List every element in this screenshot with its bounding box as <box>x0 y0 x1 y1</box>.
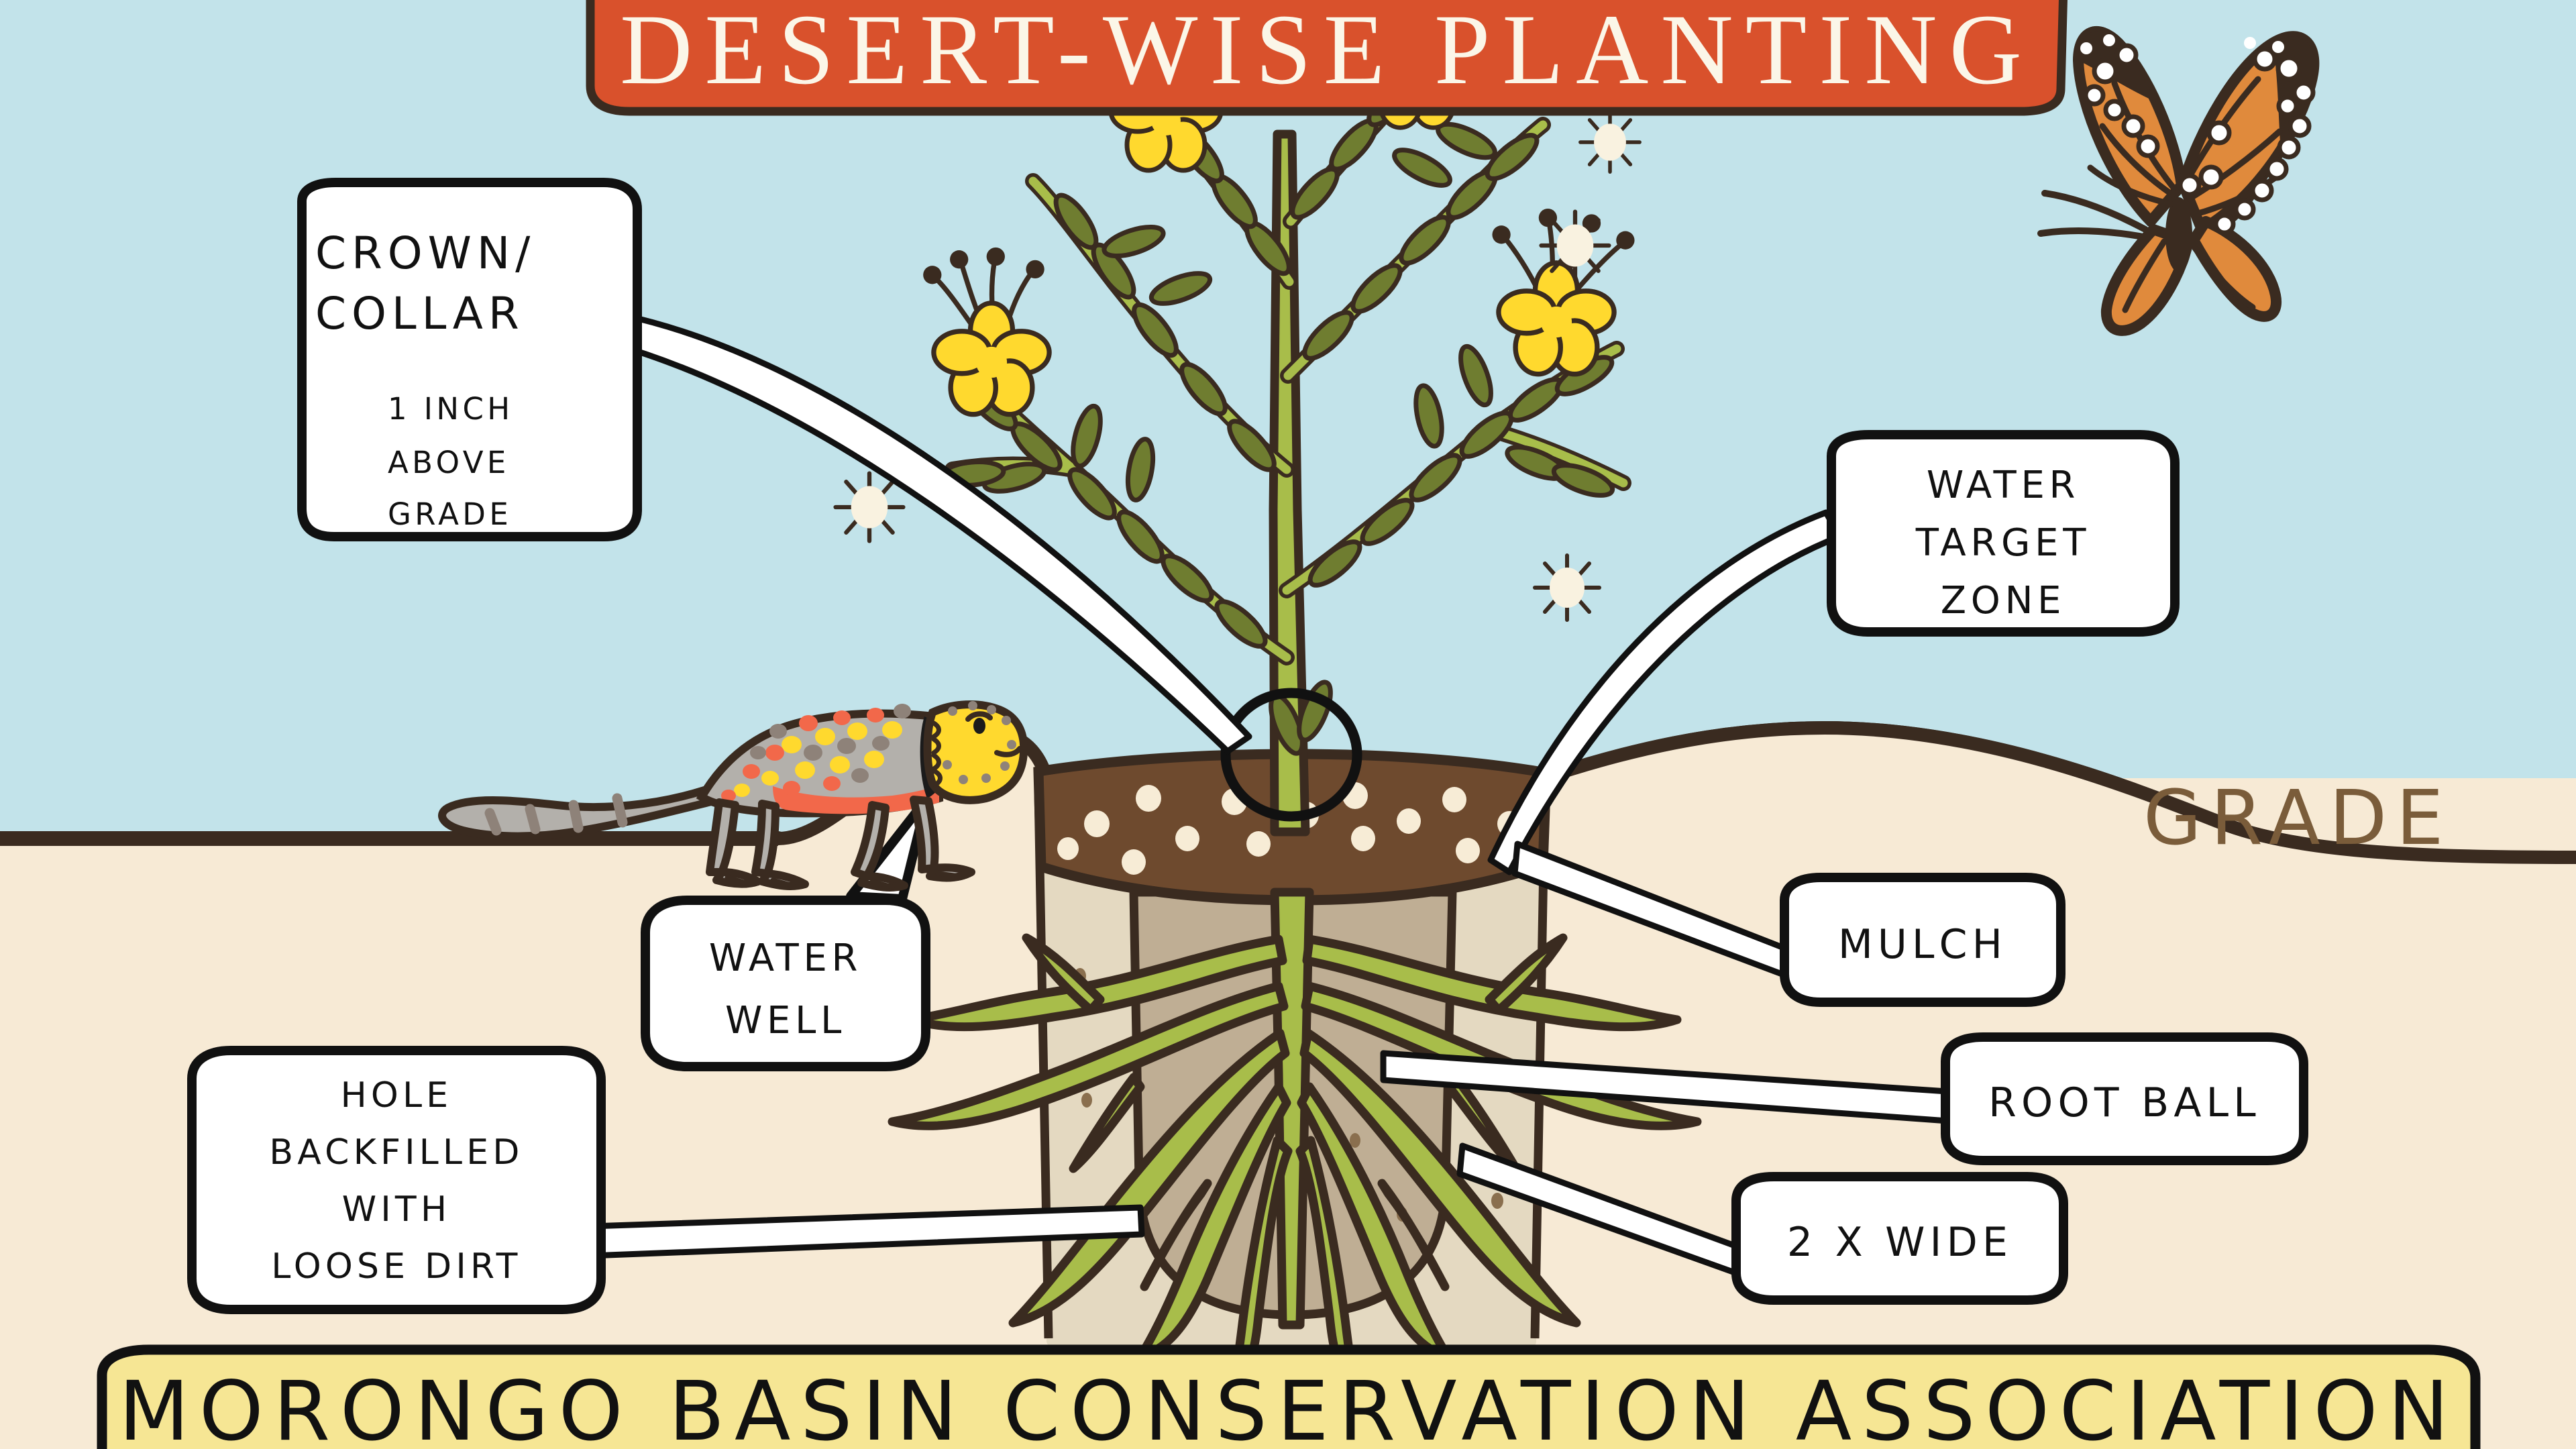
footer-banner: MORONGO BASIN CONSERVATION ASSOCIATION <box>97 1344 2481 1449</box>
two-x-wide-label: 2 X WIDE <box>1787 1219 2012 1266</box>
mulch-dots <box>1057 782 1521 875</box>
root-system <box>888 888 1702 1388</box>
callout-crown-collar[interactable]: CROWN/ COLLAR 1 INCH ABOVE GRADE <box>297 178 642 541</box>
monarch-butterfly <box>2037 25 2320 336</box>
water-well-line-1: WATER <box>709 936 862 980</box>
callout-root-ball[interactable]: ROOT BALL <box>1941 1032 2308 1165</box>
callout-water-target-zone[interactable]: WATER TARGET ZONE <box>1827 430 2180 637</box>
crown-collar-line-2: COLLAR <box>315 288 525 339</box>
title-banner-text: DESERT-WISE PLANTING <box>620 0 2034 105</box>
hole-backfilled-line-2: BACKFILLED <box>269 1132 523 1173</box>
title-banner: DESERT-WISE PLANTING <box>586 0 2068 116</box>
crown-collar-sub-2: ABOVE <box>388 445 510 480</box>
crown-collar-highlight-circle <box>1220 688 1362 822</box>
callout-mulch[interactable]: MULCH <box>1780 873 2065 1007</box>
lizard-spots <box>721 704 911 802</box>
water-target-zone-line-3: ZONE <box>1941 579 2066 623</box>
crown-collar-sub-3: GRADE <box>388 496 512 532</box>
water-target-zone-line-1: WATER <box>1927 464 2080 507</box>
crown-collar-line-1: CROWN/ <box>315 227 535 279</box>
hole-backfilled-line-3: WITH <box>342 1189 451 1230</box>
grade-label: GRADE <box>2143 775 2453 862</box>
footer-banner-text: MORONGO BASIN CONSERVATION ASSOCIATION <box>119 1364 2459 1449</box>
water-target-zone-line-2: TARGET <box>1915 521 2090 565</box>
collared-lizard <box>438 700 1028 892</box>
water-well-line-2: WELL <box>725 999 846 1042</box>
crown-collar-sub-1: 1 INCH <box>388 391 514 427</box>
callout-hole-backfilled[interactable]: HOLE BACKFILLED WITH LOOSE DIRT <box>187 1046 606 1314</box>
hole-backfilled-line-4: LOOSE DIRT <box>271 1246 521 1287</box>
mulch-label: MULCH <box>1838 921 2007 968</box>
creosote-plant <box>836 27 1640 837</box>
hole-backfilled-line-1: HOLE <box>341 1075 453 1116</box>
callout-two-x-wide[interactable]: 2 X WIDE <box>1731 1172 2068 1305</box>
root-ball-label: ROOT BALL <box>1988 1079 2261 1126</box>
